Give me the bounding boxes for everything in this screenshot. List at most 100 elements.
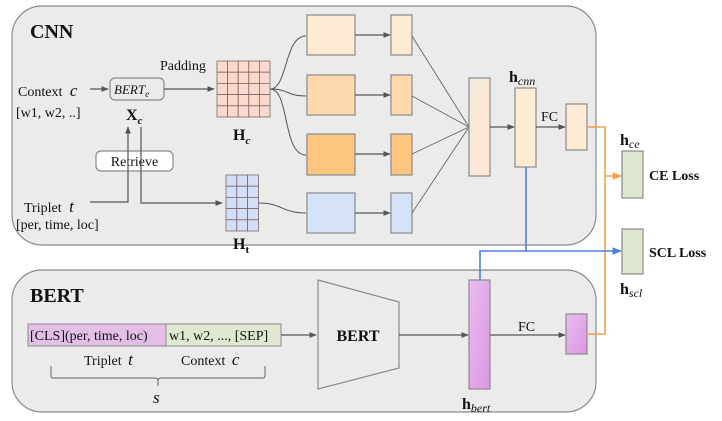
s-label: s bbox=[153, 388, 160, 407]
pooled-vec-3 bbox=[390, 133, 413, 176]
s-brace bbox=[50, 366, 266, 386]
scl-loss-label: SCL Loss bbox=[649, 246, 707, 261]
hc-to-conv2-curve bbox=[269, 88, 307, 97]
hscl-label: hscl bbox=[620, 281, 643, 300]
matrix-cell bbox=[227, 94, 239, 107]
hbert-label: hbert bbox=[462, 396, 491, 415]
concat-vec bbox=[468, 77, 491, 177]
matrix-cell bbox=[237, 105, 250, 118]
matrix-cell bbox=[258, 83, 271, 96]
bert-panel bbox=[11, 269, 597, 413]
conv-map-1 bbox=[306, 14, 356, 56]
matrix-cell bbox=[216, 71, 229, 84]
triplet-to-xc-arrow bbox=[90, 126, 131, 203]
hbert-to-scl-path bbox=[479, 250, 526, 280]
matrix-cell bbox=[247, 196, 259, 209]
pooled-vec-2 bbox=[390, 74, 413, 116]
bert-encoder-label: BERT bbox=[336, 328, 379, 345]
matrix-cell bbox=[248, 71, 260, 84]
matrix-cell bbox=[248, 94, 260, 107]
matrix-cell bbox=[227, 105, 239, 118]
matrix-cell bbox=[225, 185, 238, 198]
bert-panel-title: BERT bbox=[30, 285, 84, 307]
matrix-cell bbox=[248, 105, 260, 118]
matrix-cell bbox=[236, 208, 249, 221]
matrix-cell bbox=[237, 71, 250, 84]
matrix-cell bbox=[225, 174, 238, 187]
hc-to-conv3-curve bbox=[269, 88, 307, 156]
matrix-cell bbox=[236, 219, 249, 232]
bert-triplet-label: Triplet t bbox=[84, 350, 134, 369]
hbert-vec bbox=[468, 279, 491, 390]
hc-label: Hc bbox=[233, 127, 250, 147]
concat-line-2 bbox=[411, 95, 470, 128]
context-label: Context c bbox=[18, 81, 78, 100]
bert-context-label: Context c bbox=[181, 350, 240, 369]
bert-logits-vec bbox=[565, 313, 588, 355]
ce-loss-box bbox=[621, 150, 644, 199]
cnn-panel-title: CNN bbox=[30, 21, 74, 43]
matrix-cell bbox=[216, 94, 229, 107]
hcnn-label: hcnn bbox=[509, 69, 535, 88]
matrix-cell bbox=[227, 71, 239, 84]
matrix-cell bbox=[258, 71, 271, 84]
pooled-vec-1 bbox=[390, 14, 413, 56]
bert-fc-label: FC bbox=[518, 320, 535, 335]
bert-logits-to-ce-path bbox=[587, 176, 606, 335]
svg-text:Retrieve: Retrieve bbox=[111, 155, 158, 170]
hc-matrix bbox=[216, 60, 271, 118]
matrix-cell bbox=[237, 94, 250, 107]
cnn-logits-to-ce-path bbox=[587, 126, 622, 180]
matrix-cell bbox=[248, 83, 260, 96]
matrix-cell bbox=[225, 196, 238, 209]
triplet-label: Triplet t bbox=[24, 197, 75, 216]
svg-text:BERTe: BERTe bbox=[114, 82, 149, 99]
matrix-cell bbox=[247, 208, 259, 221]
conv-map-4 bbox=[306, 192, 356, 234]
matrix-cell bbox=[247, 174, 259, 187]
matrix-cell bbox=[236, 196, 249, 209]
bert-encoder bbox=[317, 279, 400, 390]
matrix-cell bbox=[247, 219, 259, 232]
hce-label: hce bbox=[620, 132, 640, 151]
pooled-vec-4 bbox=[390, 192, 413, 234]
ht-to-conv4-curve bbox=[258, 202, 307, 214]
matrix-cell bbox=[237, 83, 250, 96]
conv-map-2 bbox=[306, 74, 356, 116]
concat-line-3 bbox=[411, 126, 470, 155]
conv-map-3 bbox=[306, 133, 356, 176]
hcnn-vec bbox=[514, 87, 537, 168]
triplet-tokens: [per, time, loc] bbox=[16, 218, 99, 233]
matrix-cell bbox=[225, 219, 238, 232]
padding-label: Padding bbox=[160, 59, 206, 74]
ht-label: Ht bbox=[233, 236, 249, 256]
matrix-cell bbox=[258, 105, 271, 118]
retrieve-box: Retrieve bbox=[95, 150, 174, 172]
xc-label: Xc bbox=[126, 107, 143, 127]
matrix-cell bbox=[227, 83, 239, 96]
xc-to-ht-arrow bbox=[140, 127, 223, 206]
matrix-cell bbox=[216, 83, 229, 96]
cls-segment-text: [CLS](per, time, loc) bbox=[30, 329, 148, 344]
matrix-cell bbox=[237, 60, 250, 73]
matrix-cell bbox=[258, 60, 271, 73]
matrix-cell bbox=[236, 174, 249, 187]
context-tokens: [w1, w2, ..] bbox=[16, 106, 81, 121]
concat-line-1 bbox=[411, 35, 470, 128]
scl-loss-box bbox=[621, 228, 644, 275]
bert-e-encoder: BERTe bbox=[109, 77, 165, 101]
hc-to-conv1-curve bbox=[269, 35, 307, 90]
ht-matrix bbox=[225, 174, 259, 232]
matrix-cell bbox=[225, 208, 238, 221]
concat-line-4 bbox=[411, 126, 470, 214]
cnn-logits-vec bbox=[565, 103, 588, 151]
matrix-cell bbox=[247, 185, 259, 198]
matrix-cell bbox=[236, 185, 249, 198]
context-segment-text: w1, w2, ..., [SEP] bbox=[169, 329, 268, 344]
matrix-cell bbox=[216, 105, 229, 118]
cnn-panel bbox=[11, 5, 597, 246]
matrix-cell bbox=[258, 94, 271, 107]
matrix-cell bbox=[227, 60, 239, 73]
cnn-fc-label: FC bbox=[541, 110, 558, 125]
